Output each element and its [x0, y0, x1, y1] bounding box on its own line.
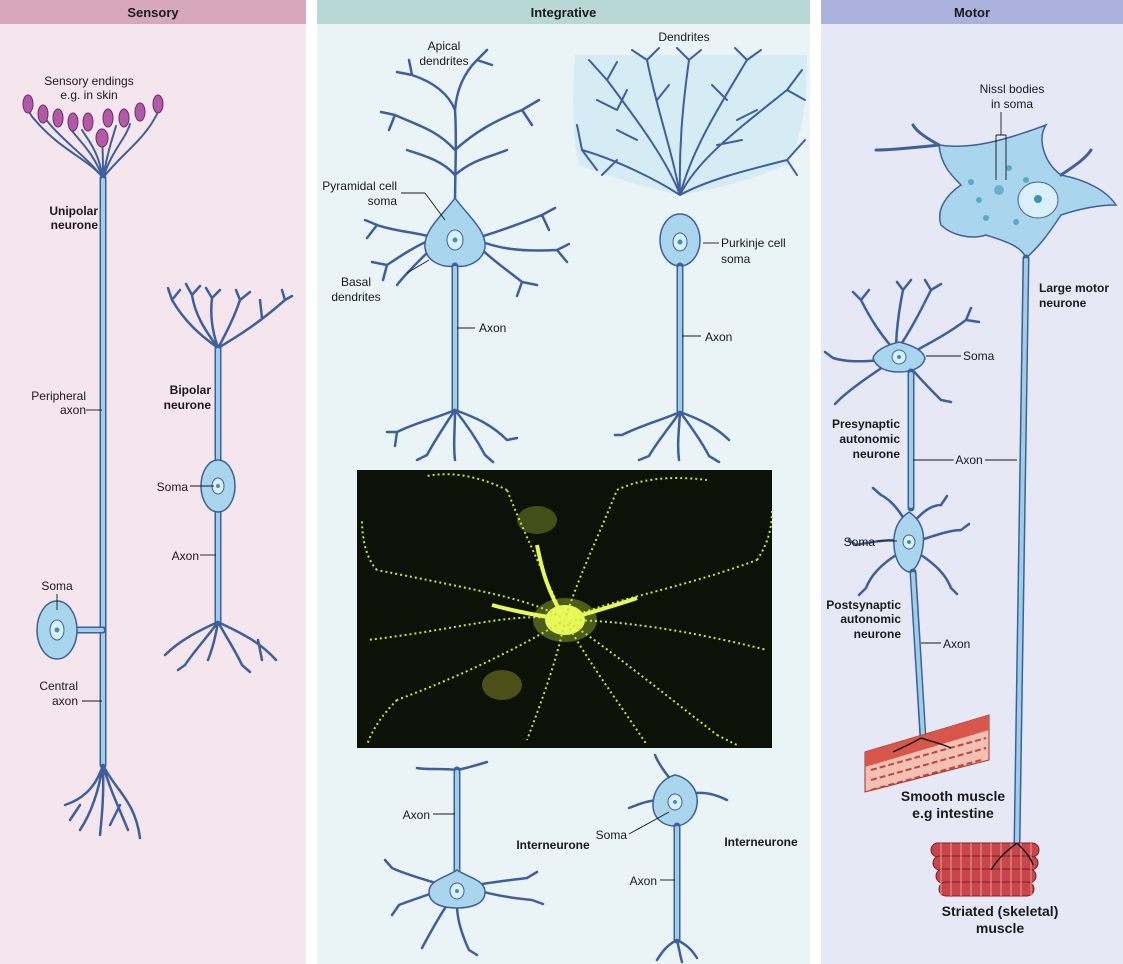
label-unipolar-2: neurone	[51, 218, 99, 232]
label-nissl-2: in soma	[991, 97, 1033, 111]
label-post-axon: Axon	[943, 637, 970, 651]
integrative-panel: Integrative	[317, 0, 810, 964]
label-unipolar-1: Unipolar	[49, 204, 98, 218]
label-post-2: autonomic	[840, 612, 901, 626]
label-inter1-axon: Axon	[403, 808, 430, 822]
label-post-3: neurone	[854, 627, 902, 641]
label-nissl-1: Nissl bodies	[980, 82, 1045, 96]
inter2-soma-leader	[628, 811, 670, 835]
label-sensory-endings-1: Sensory endings	[44, 74, 133, 88]
unipolar-neurone	[36, 174, 142, 840]
label-post-soma: Soma	[844, 535, 876, 549]
label-smooth-2: e.g intestine	[912, 805, 994, 821]
label-inter2-title: Interneurone	[724, 835, 798, 849]
label-purkinje-1: Purkinje cell	[721, 236, 786, 250]
label-pre-2: autonomic	[839, 432, 900, 446]
label-mid-axon: Axon	[955, 453, 982, 467]
label-basal-1: Basal	[341, 275, 371, 289]
label-purk-axon: Axon	[705, 330, 732, 344]
label-central-2: axon	[52, 694, 78, 708]
label-bipolar-2: neurone	[164, 398, 212, 412]
label-pre-soma: Soma	[963, 349, 995, 363]
pyramidal-cell	[363, 48, 571, 464]
postsynaptic-neurone	[847, 486, 971, 742]
purkinje-cell	[573, 47, 807, 464]
label-purkinje-2: soma	[721, 252, 751, 266]
integrative-panel-title: Integrative	[317, 0, 810, 24]
interneurone-left	[383, 760, 545, 957]
sensory-endings	[22, 94, 164, 179]
label-pre-3: neurone	[853, 447, 901, 461]
label-apical-1: Apical	[428, 39, 461, 53]
label-striated-1: Striated (skeletal)	[942, 903, 1059, 919]
striated-muscle	[930, 842, 1040, 897]
smooth-muscle	[864, 714, 990, 793]
presynaptic-neurone	[823, 278, 981, 512]
label-dendrites: Dendrites	[658, 30, 709, 44]
sensory-diagram: Sensory endings e.g. in skin Unipolar ne…	[22, 74, 294, 840]
interneurone-right	[627, 753, 729, 964]
label-pyr-axon: Axon	[479, 321, 506, 335]
bipolar-neurone	[163, 282, 294, 674]
label-bipolar-1: Bipolar	[170, 383, 212, 397]
label-bipolar-soma: Soma	[157, 480, 189, 494]
label-central-1: Central	[39, 679, 78, 693]
label-post-1: Postsynaptic	[826, 598, 901, 612]
label-pre-1: Presynaptic	[832, 417, 900, 431]
basal-leader	[406, 259, 430, 274]
label-sensory-endings-2: e.g. in skin	[60, 88, 117, 102]
motor-diagram: Nissl bodies in soma Large motor neurone…	[823, 82, 1118, 936]
sensory-panel: Sensory	[0, 0, 306, 964]
label-inter1-title: Interneurone	[516, 838, 590, 852]
label-basal-2: dendrites	[331, 290, 380, 304]
neuron-micrograph	[357, 470, 773, 748]
pyramidal-leader-d	[424, 192, 446, 221]
label-inter2-soma: Soma	[596, 828, 628, 842]
label-large-1: Large motor	[1039, 281, 1109, 295]
label-bipolar-axon: Axon	[172, 549, 199, 563]
label-striated-2: muscle	[976, 920, 1024, 936]
large-motor-neurone	[874, 123, 1118, 847]
label-soma: Soma	[41, 579, 73, 593]
label-pyramidal-2: soma	[368, 194, 398, 208]
label-peripheral-1: Peripheral	[31, 389, 86, 403]
motor-panel: Motor	[821, 0, 1123, 964]
label-smooth-1: Smooth muscle	[901, 788, 1005, 804]
integrative-diagram: Apical dendrites Pyramidal cell soma Bas…	[322, 30, 807, 964]
motor-panel-title: Motor	[821, 0, 1123, 24]
label-inter2-axon: Axon	[630, 874, 657, 888]
nissl-leader	[995, 112, 1007, 180]
label-peripheral-2: axon	[60, 403, 86, 417]
label-large-2: neurone	[1039, 296, 1087, 310]
sensory-panel-title: Sensory	[0, 0, 306, 24]
label-apical-2: dendrites	[419, 54, 468, 68]
label-pyramidal-1: Pyramidal cell	[322, 179, 397, 193]
